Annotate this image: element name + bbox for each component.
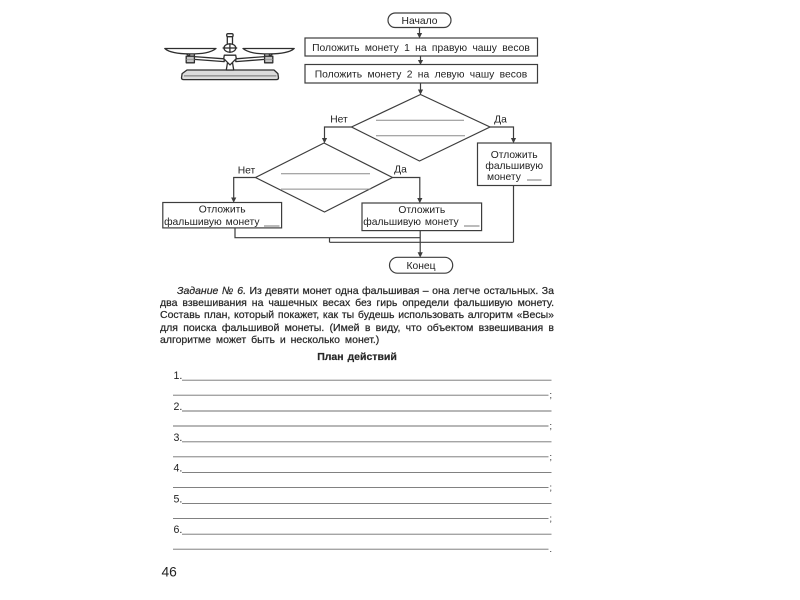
svg-text:фальшивую монету: фальшивую монету [164,216,260,228]
svg-text:2.: 2. [174,401,183,413]
svg-text:;: ; [550,390,553,400]
svg-text:;: ; [550,483,553,493]
svg-text:монету: монету [487,172,522,183]
svg-text:Отложить: Отложить [398,205,445,216]
svg-text:фальшивую: фальшивую [485,160,543,172]
svg-text:Положить монету 1 на правую ча: Положить монету 1 на правую чашу весов [312,43,530,54]
svg-text:Конец: Конец [406,261,435,272]
svg-text:Да: Да [394,165,407,176]
svg-text:.: . [550,544,553,554]
svg-text:Нет: Нет [238,166,256,177]
svg-text:;: ; [550,421,553,431]
svg-text:;: ; [550,452,553,462]
svg-text:1.: 1. [174,370,183,382]
svg-text:46: 46 [162,564,178,579]
svg-text:6.: 6. [174,524,183,536]
svg-text:фальшивую монету: фальшивую монету [363,216,459,228]
svg-text:;: ; [550,513,553,523]
svg-text:3.: 3. [174,432,183,444]
svg-text:Да: Да [494,115,507,126]
svg-text:Положить монету 2 на левую чаш: Положить монету 2 на левую чашу весов [315,70,528,81]
svg-text:Начало: Начало [402,16,438,27]
svg-text:4.: 4. [174,463,183,475]
svg-text:Нет: Нет [330,115,348,126]
svg-text:Отложить: Отложить [491,150,538,161]
svg-text:Отложить: Отложить [199,205,246,216]
svg-text:5.: 5. [174,493,183,505]
